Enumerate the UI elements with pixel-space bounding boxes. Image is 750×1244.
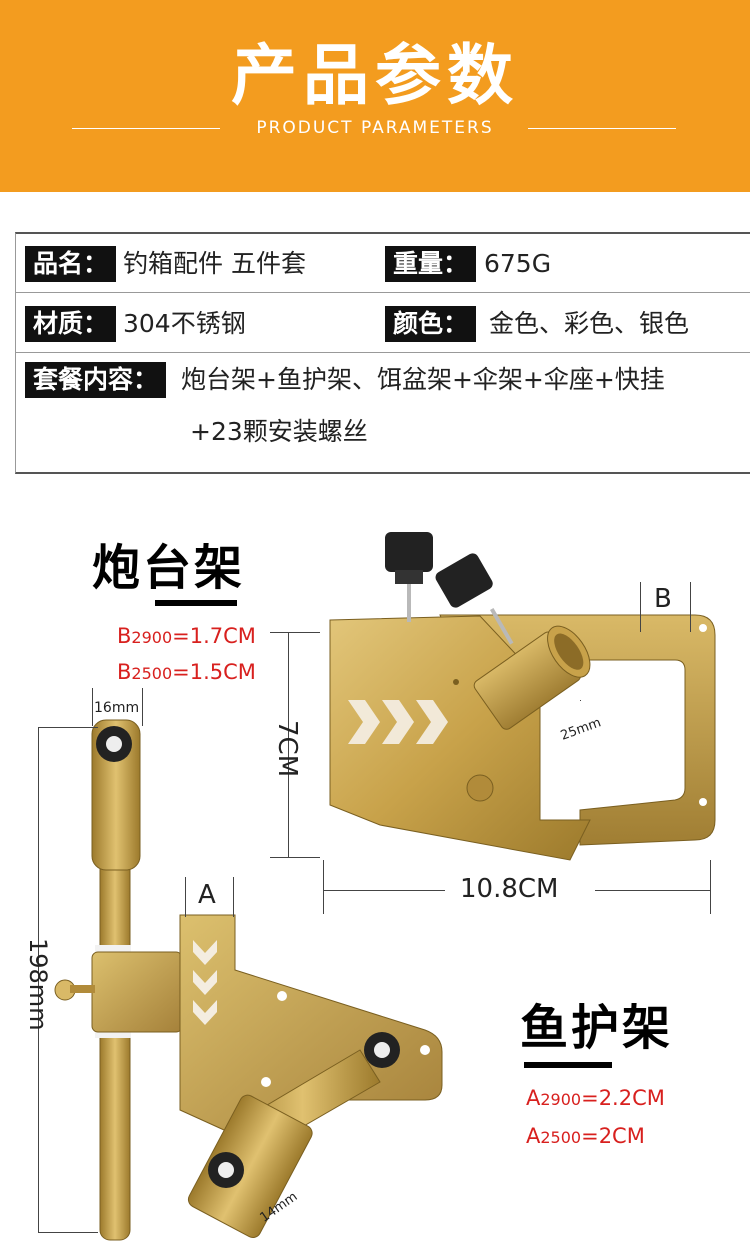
chevron-logo-icon [348, 700, 448, 744]
dimension-a-label: A [198, 880, 216, 910]
dimension-tick [690, 582, 691, 632]
chevron-logo-icon [193, 940, 217, 1025]
section-title-underline [155, 600, 237, 606]
color-value: 金色、彩色、银色 [489, 309, 690, 338]
dimension-tick [323, 860, 324, 914]
divider-right [528, 128, 676, 129]
dimension-tick [640, 582, 641, 632]
weight-value: 675G [484, 249, 552, 278]
spec-table: 品名： 钓箱配件 五件套 重量： 675G 材质： 304不锈钢 颜色： 金色、… [15, 232, 750, 474]
width-label: 10.8CM [460, 874, 559, 904]
dimension-tick [38, 1232, 98, 1233]
color-label: 颜色： [385, 306, 477, 342]
dimension-tick [142, 688, 143, 726]
spec-b2900: B2900=1.7CM [117, 624, 256, 648]
material-label: 材质： [25, 306, 117, 342]
dimension-b-label: B [654, 584, 672, 614]
section-title-fish-net-holder: 鱼护架 [520, 1000, 674, 1056]
dimension-tick [185, 877, 186, 917]
row-divider [16, 352, 750, 353]
package-value-continued: +23颗安装螺丝 [190, 417, 368, 446]
section-title-underline [524, 1062, 612, 1068]
material-value: 304不锈钢 [123, 309, 246, 338]
package-value: 炮台架+鱼护架、饵盆架+伞架+伞座+快挂 [181, 365, 665, 394]
section-title-cannon-mount: 炮台架 [92, 540, 246, 596]
rod-diameter-label: 16mm [94, 700, 140, 716]
page-subtitle: PRODUCT PARAMETERS [256, 118, 494, 138]
divider-left [72, 128, 220, 129]
dimension-tick [233, 877, 234, 917]
spec-a2500: A2500=2CM [526, 1124, 645, 1148]
length-label: 198mm [24, 938, 52, 1031]
height-dimension-line [288, 632, 289, 857]
package-label: 套餐内容： [25, 362, 167, 398]
header-banner: 产品参数 PRODUCT PARAMETERS [0, 0, 750, 192]
dimension-tick [270, 632, 320, 633]
spec-a2900: A2900=2.2CM [526, 1086, 665, 1110]
dimension-tick [38, 727, 98, 728]
fish-net-holder-image [54, 719, 443, 1241]
spec-b2500: B2500=1.5CM [117, 660, 256, 684]
dimension-tick [92, 688, 93, 726]
name-label: 品名： [25, 246, 117, 282]
row-divider [16, 292, 750, 293]
cannon-mount-image [329, 532, 716, 861]
dimension-tick [270, 857, 320, 858]
width-dimension-line [595, 890, 710, 891]
page-title: 产品参数 [231, 37, 519, 114]
weight-label: 重量： [385, 246, 477, 282]
dimension-tick [710, 860, 711, 914]
length-dimension-line [38, 727, 39, 1232]
name-value: 钓箱配件 五件套 [123, 249, 306, 278]
width-dimension-line [323, 890, 445, 891]
